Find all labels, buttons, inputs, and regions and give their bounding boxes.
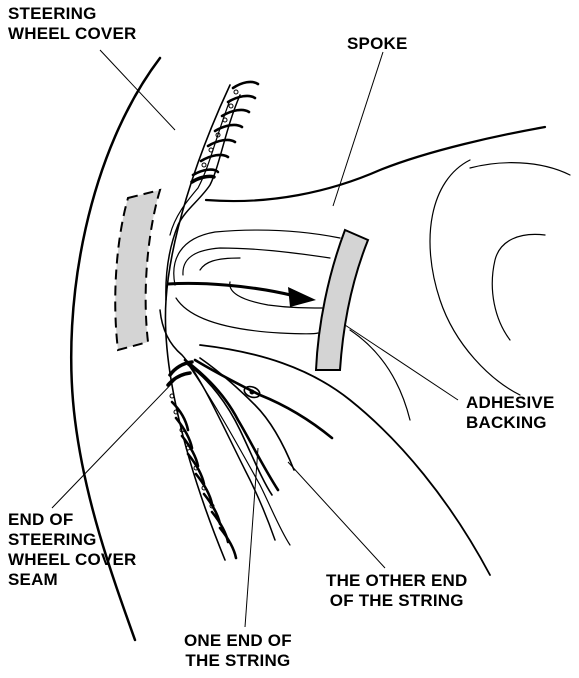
label-adhesive-backing-line-2: BACKING [466, 413, 555, 433]
label-other-end-string-line-2: OF THE STRING [326, 591, 467, 611]
leader-steering-wheel-cover [100, 50, 175, 130]
leader-other-end-string [288, 462, 385, 568]
leader-spoke [333, 52, 383, 206]
hub-contour-1 [430, 160, 520, 395]
spoke-lower-outline [200, 345, 490, 575]
string-strands [185, 358, 332, 495]
spoke-contour-2 [183, 248, 330, 275]
label-end-of-seam-line-2: STEERING [8, 530, 136, 550]
label-end-of-seam-line-1: END OF [8, 510, 136, 530]
label-one-end-string-line-1: ONE END OF [184, 631, 292, 651]
spoke-contour-3 [200, 258, 240, 270]
adhesive-patch-on-cover [115, 190, 160, 350]
label-adhesive-backing-line-1: ADHESIVE [466, 393, 555, 413]
string-other-end [195, 360, 332, 438]
label-end-of-seam: END OF STEERING WHEEL COVER SEAM [8, 510, 136, 590]
seam-line-lower [160, 310, 275, 540]
leader-end-of-seam [52, 375, 180, 508]
string-knot [243, 385, 261, 400]
leader-adhesive-backing [345, 325, 458, 400]
hub-contour-3 [470, 163, 570, 175]
label-one-end-string-line-2: THE STRING [184, 651, 292, 671]
stitches-lower [168, 362, 236, 558]
hub-contour-2 [492, 234, 545, 340]
adhesive-backing-strip [316, 230, 368, 370]
spoke-contour-1 [174, 230, 340, 285]
label-end-of-seam-line-3: WHEEL COVER [8, 550, 136, 570]
label-end-of-seam-line-4: SEAM [8, 570, 136, 590]
label-other-end-string: THE OTHER END OF THE STRING [326, 571, 467, 611]
string-other-end-2 [200, 358, 294, 470]
label-spoke: SPOKE [347, 34, 408, 54]
label-other-end-string-line-1: THE OTHER END [326, 571, 467, 591]
seam-line-upper-2 [170, 100, 230, 235]
label-one-end-string: ONE END OF THE STRING [184, 631, 292, 671]
insertion-arrow [168, 283, 316, 307]
label-steering-wheel-cover-line-1: STEERING [8, 4, 136, 24]
label-steering-wheel-cover: STEERING WHEEL COVER [8, 4, 136, 44]
label-spoke-line-1: SPOKE [347, 34, 408, 54]
label-adhesive-backing: ADHESIVE BACKING [466, 393, 555, 433]
label-steering-wheel-cover-line-2: WHEEL COVER [8, 24, 136, 44]
